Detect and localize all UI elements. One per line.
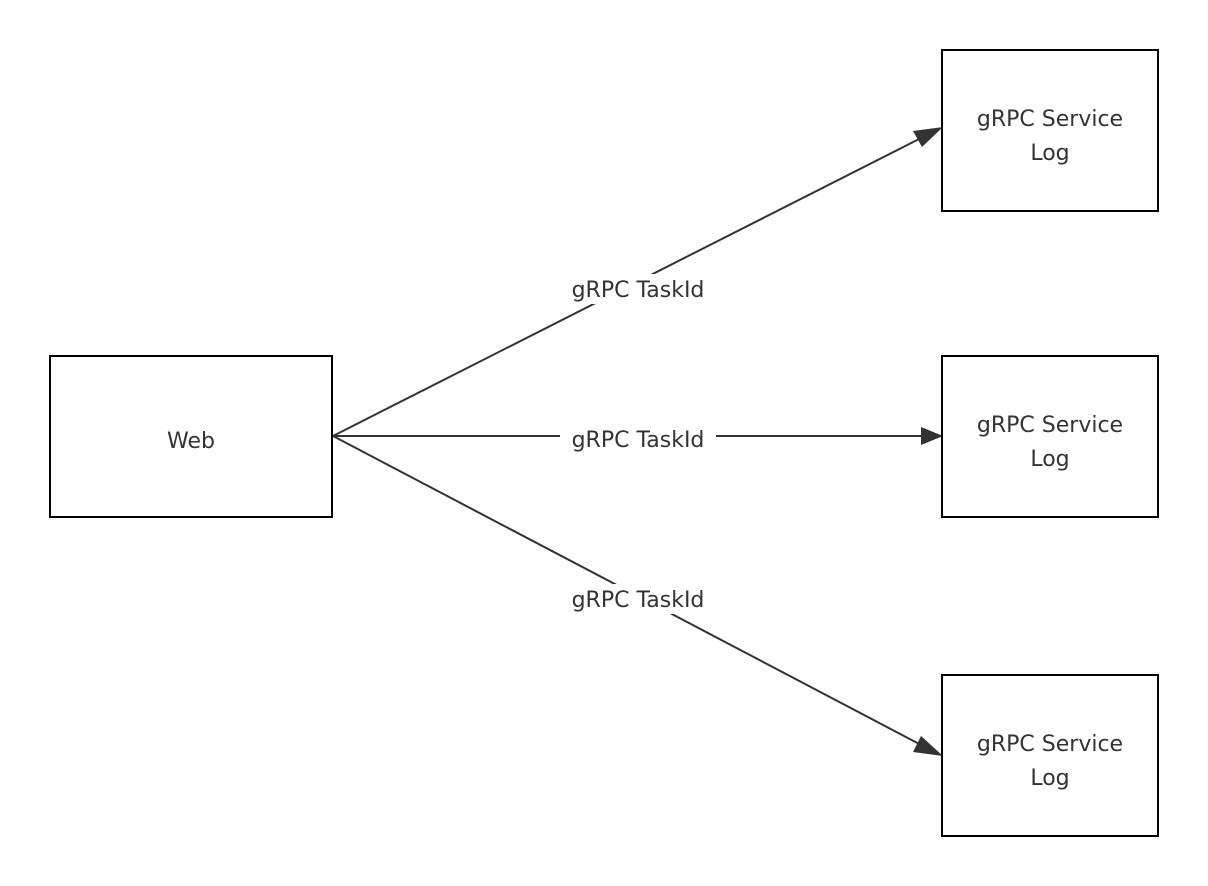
node-label-line-2: Log: [1030, 141, 1069, 166]
node-box: [49, 355, 333, 518]
node-box: [941, 49, 1159, 212]
edge-label: gRPC TaskId: [572, 428, 705, 453]
arrow-head: [921, 427, 943, 445]
node-label-line-2: Log: [1030, 447, 1069, 472]
node-service-bottom: gRPC Service Log: [941, 674, 1159, 837]
node-service-middle: gRPC Service Log: [941, 355, 1159, 518]
edge-web-to-service-middle: gRPC TaskId: [333, 424, 943, 454]
node-box: [941, 674, 1159, 837]
node-web: Web: [49, 355, 333, 518]
node-label-line-1: gRPC Service: [977, 107, 1123, 132]
node-label-line-2: Log: [1030, 766, 1069, 791]
edge-label-background: [560, 584, 716, 614]
edge-label: gRPC TaskId: [572, 278, 705, 303]
node-service-top: gRPC Service Log: [941, 49, 1159, 212]
edge-label-background: [560, 424, 716, 454]
edge-label: gRPC TaskId: [572, 588, 705, 613]
arrow-head: [913, 127, 943, 147]
edge-web-to-service-top: gRPC TaskId: [332, 127, 943, 437]
node-box: [941, 355, 1159, 518]
edge-label-background: [560, 274, 716, 304]
node-label: Web: [167, 429, 215, 454]
node-label-line-1: gRPC Service: [977, 732, 1123, 757]
arrow-head: [913, 736, 943, 756]
node-label-line-1: gRPC Service: [977, 413, 1123, 438]
edge-web-to-service-bottom: gRPC TaskId: [332, 435, 943, 756]
